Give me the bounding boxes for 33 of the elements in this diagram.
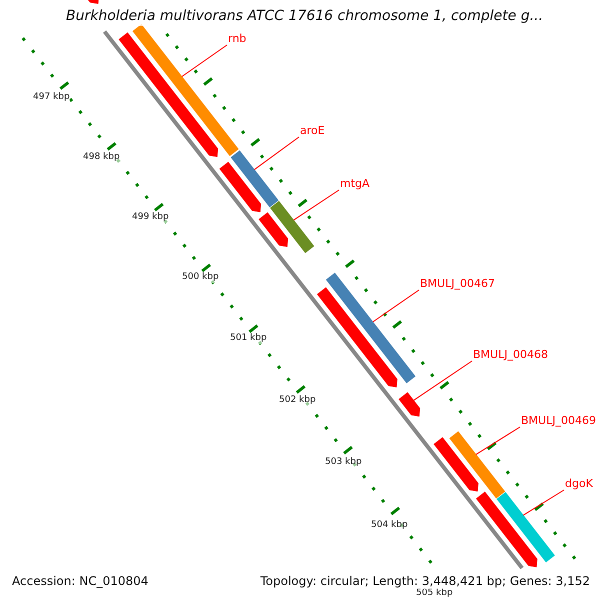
gene-feature: [219, 162, 262, 212]
gene-bar: [449, 431, 506, 498]
position-label: 504 kbp: [371, 520, 408, 531]
gene-bar: [496, 492, 555, 562]
position-label: 498 kbp: [83, 152, 120, 163]
gene-feature: [476, 492, 538, 568]
gene-bar: [230, 150, 279, 208]
leader-line: [413, 360, 472, 401]
gene-feature: [316, 287, 398, 388]
gene-bar: [326, 272, 416, 384]
leader-line: [293, 190, 340, 221]
gene-label: BMULJ_00467: [420, 277, 495, 291]
position-label: 497 kbp: [33, 92, 70, 103]
gene-label: mtgA: [340, 177, 370, 191]
position-label: 502 kbp: [279, 395, 316, 406]
position-label: 503 kbp: [325, 457, 362, 468]
leader-line: [372, 290, 420, 322]
leader-line: [254, 136, 300, 170]
position-label: 500 kbp: [182, 272, 219, 283]
position-label: 501 kbp: [230, 333, 267, 344]
gene-feature: [398, 392, 420, 417]
gene-feature: [118, 32, 218, 157]
gene-bar: [270, 200, 314, 254]
gene-label: dgoK: [565, 477, 593, 491]
leader-line: [476, 426, 520, 455]
gene-label: aroE: [300, 124, 325, 138]
gene-label: BMULJ_00468: [473, 348, 548, 362]
gene-label: rnb: [228, 32, 246, 46]
gene-label: BMULJ_00469: [521, 414, 596, 428]
gene-feature: [258, 212, 288, 247]
leader-line: [522, 490, 564, 516]
position-label: 499 kbp: [132, 212, 169, 223]
gene-feature: [434, 437, 478, 492]
